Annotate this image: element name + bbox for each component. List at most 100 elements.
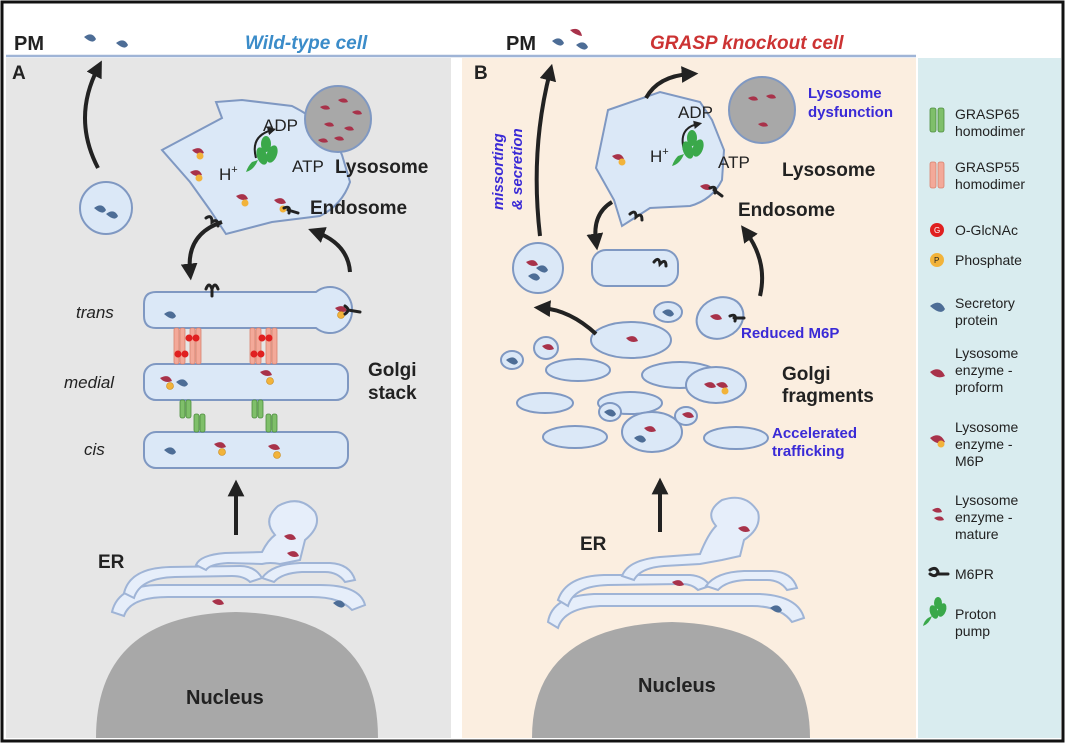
lysosome-label-b: Lysosome <box>782 160 875 181</box>
golgi-fragment <box>545 358 611 382</box>
trans-label: trans <box>76 303 114 322</box>
endosome-to-lysosome-arrow-b <box>644 66 699 100</box>
nucleus-a <box>96 612 378 738</box>
lysosome-dysfunction-label-2: dysfunction <box>808 104 893 121</box>
pm-secreted-proteins-b <box>552 28 588 50</box>
legend-m6p-3: M6P <box>955 453 984 469</box>
er-label-b: ER <box>580 534 607 555</box>
cis-cisterna <box>143 431 349 469</box>
m6pr-carrier-b <box>652 257 668 268</box>
atp-label-a: ATP <box>292 157 324 176</box>
cis-label: cis <box>84 440 105 459</box>
legend-grasp65-2: homodimer <box>955 123 1025 139</box>
nucleus-label-b: Nucleus <box>638 675 716 697</box>
grasp65-dimers-a <box>179 399 278 433</box>
enzyme-proform-icon <box>930 369 945 378</box>
missorting-arrow-b <box>534 63 557 237</box>
legend: GRASP65 homodimer GRASP55 homodimer G O-… <box>923 106 1025 639</box>
golgi-cargo-a <box>160 306 347 455</box>
er-label-a: ER <box>98 552 125 573</box>
golgi-fragment <box>516 392 574 414</box>
er-enzyme-a3 <box>212 599 224 605</box>
endosome-cargo-a <box>190 148 286 204</box>
m6pr-endosome-b <box>628 185 724 222</box>
endosome-to-golgi-arrow-a <box>180 220 223 281</box>
vesicle-secretory-a2 <box>106 211 118 219</box>
legend-grasp55-1: GRASP55 <box>955 159 1020 175</box>
golgi-fragment <box>621 411 683 453</box>
er-enzyme-a1 <box>284 534 296 540</box>
oglcnac-sites-a <box>174 334 273 358</box>
golgi-fragments-b <box>500 296 769 453</box>
wild-type-title: Wild-type cell <box>245 33 368 54</box>
golgi-fragments-label-2: fragments <box>782 386 874 407</box>
er-enzyme-a2 <box>287 551 299 557</box>
endosome-carrier-b <box>591 249 679 287</box>
legend-proform-2: enzyme - <box>955 362 1013 378</box>
proton-pump-b <box>672 130 704 166</box>
er-enzyme-b2 <box>672 580 684 586</box>
oglcnac-glyph: G <box>934 226 940 235</box>
golgi-fragment <box>703 426 769 450</box>
legend-mature-3: mature <box>955 526 999 542</box>
nucleus-label-a: Nucleus <box>186 687 264 709</box>
medial-label: medial <box>64 373 115 392</box>
pm-label-a: PM <box>14 33 44 55</box>
golgi-fragment <box>542 425 608 449</box>
golgi-fragment-cargo-b <box>506 309 728 443</box>
lysosome-mature-enzymes-b <box>748 94 776 127</box>
golgi-stack-label-1: Golgi <box>368 360 417 381</box>
er-a <box>110 500 367 618</box>
accelerated-label-1: Accelerated <box>772 425 857 442</box>
atp-label-b: ATP <box>718 153 750 172</box>
m6pr-icon <box>928 566 950 578</box>
phosphate-glyph: P <box>934 256 939 265</box>
knockout-title: GRASP knockout cell <box>650 33 844 54</box>
proton-pump-a <box>246 136 278 172</box>
secretion-arrow-a <box>83 60 102 169</box>
grasp65-icon <box>929 107 945 133</box>
phosphate-marks-a <box>166 311 345 459</box>
lysosome-mature-enzymes-a <box>318 98 362 143</box>
er-secretory-a <box>333 600 345 608</box>
legend-m6p-1: Lysosome <box>955 419 1019 435</box>
vesicle-enzyme-b <box>526 260 538 266</box>
endosome-enzyme-b1 <box>612 154 624 160</box>
pm-label-b: PM <box>506 33 536 55</box>
legend-secretory-2: protein <box>955 312 998 328</box>
endosome-to-carrier-arrow-b <box>586 200 614 251</box>
legend-m6pr: M6PR <box>955 566 994 582</box>
golgi-to-endosome-arrow-a <box>308 227 352 273</box>
h-plus-label-b: H+ <box>650 146 669 166</box>
golgi-to-endosome-arrow-b <box>741 225 765 297</box>
golgi-stack-a <box>143 285 354 469</box>
enzyme-mature-icon <box>932 507 944 521</box>
panel-b-letter: B <box>474 63 488 84</box>
lysosome-label-a: Lysosome <box>335 157 428 178</box>
grasp55-icon <box>929 161 945 189</box>
legend-oglcnac: O-GlcNAc <box>955 222 1018 238</box>
endosome-label-b: Endosome <box>738 200 835 221</box>
endosome-label-a: Endosome <box>310 198 407 219</box>
legend-proform-1: Lysosome <box>955 345 1019 361</box>
legend-grasp65-1: GRASP65 <box>955 106 1020 122</box>
enzyme-m6p-icon <box>930 435 945 448</box>
phosphate-mark-b2 <box>618 158 626 166</box>
trans-cisterna <box>143 285 354 335</box>
er-b <box>546 496 806 630</box>
panel-a-letter: A <box>12 63 26 84</box>
m6pr-golgi-a <box>204 283 362 316</box>
golgi-to-vesicle-arrow-b <box>533 300 598 336</box>
lysosome-a <box>304 85 372 153</box>
missorting-label-2: & secretion <box>509 128 526 210</box>
phosphate-icon <box>930 253 944 267</box>
adp-label-b: ADP <box>678 103 713 122</box>
legend-proform-3: proform <box>955 379 1003 395</box>
secretory-vesicle-a <box>79 181 133 235</box>
legend-pump-1: Proton <box>955 606 996 622</box>
phosphate-mark-b1 <box>721 387 729 395</box>
proton-pump-icon <box>923 597 947 626</box>
vesicle-secretory-b2 <box>528 273 540 281</box>
legend-pump-2: pump <box>955 623 990 639</box>
